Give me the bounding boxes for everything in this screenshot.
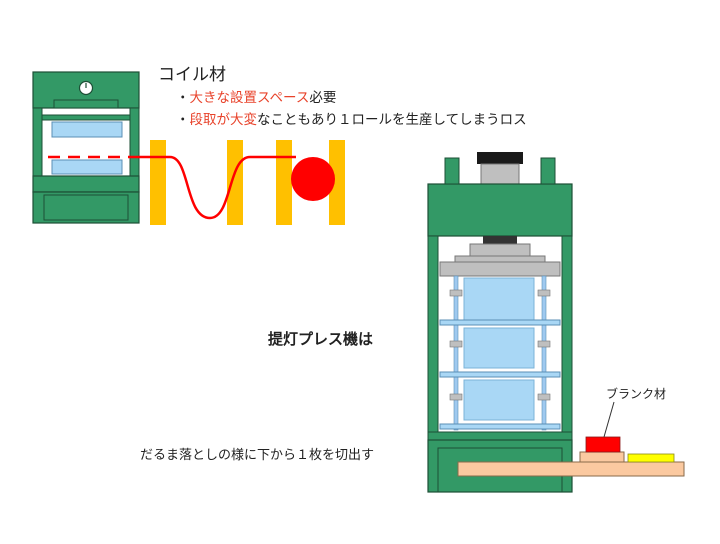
feed-table: [457, 461, 685, 477]
stage-plate-1: [439, 319, 561, 326]
bullet-highlight: 大きな設置スペース: [189, 90, 310, 106]
lantern-press-bed: [427, 431, 573, 441]
coil-press-upper-plate: [41, 114, 131, 121]
blank-stack: [579, 451, 625, 463]
leveler-block-right: [227, 140, 243, 225]
coil-bullet-setup: ・段取が大変なこともあり１ロールを生産してしまうロス: [176, 108, 527, 128]
die-stage-2: [463, 327, 535, 369]
coil-press-bed: [32, 175, 140, 193]
press-cylinder-cap: [477, 152, 523, 164]
die-stage-3: [463, 379, 535, 421]
guide-rod-right: [541, 275, 547, 431]
rod-collar: [537, 393, 551, 401]
rod-collar: [449, 289, 463, 297]
uncoiler-block-right: [329, 140, 345, 225]
bullet-mark: ・: [176, 90, 190, 106]
coil-strip: [140, 155, 296, 220]
leveler-block-left: [150, 140, 166, 225]
die-stage-1: [463, 277, 535, 321]
coil-press-upper-die: [51, 121, 123, 138]
rod-collar: [449, 340, 463, 348]
coil-press: [32, 71, 140, 224]
rod-collar: [449, 393, 463, 401]
coil-title: コイル材: [158, 65, 226, 85]
bullet-text: なこともあり１ロールを生産してしまうロス: [257, 112, 527, 128]
stage-plate-2: [439, 371, 561, 378]
coil-press-base: [32, 191, 140, 224]
rod-collar: [537, 289, 551, 297]
coil-press-crown: [53, 99, 119, 109]
ram-plate: [454, 255, 546, 263]
lantern-press: [427, 152, 573, 493]
crown-right-post: [540, 157, 556, 185]
press-cylinder-body: [480, 163, 520, 185]
coil-roll: [291, 157, 335, 201]
uncoiler-block-left: [276, 140, 292, 225]
blank-material-label: ブランク材: [606, 387, 667, 401]
guide-rod-left: [453, 275, 459, 431]
lantern-press-crown: [427, 183, 573, 237]
lantern-press-caption: だるま落としの様に下から１枚を切出す: [140, 448, 375, 463]
top-slide-plate: [439, 261, 561, 277]
blank-label-leader: [603, 401, 615, 438]
bullet-mark: ・: [176, 112, 190, 128]
ram-top: [483, 236, 517, 244]
bullet-highlight: 段取が大変: [189, 112, 258, 128]
ram-block: [469, 243, 531, 257]
blank-piece-red: [585, 436, 621, 453]
bullet-text: 必要: [309, 90, 337, 106]
blank-piece-yellow: [627, 453, 675, 463]
coil-press-lower-die: [51, 159, 123, 175]
coil-feeder: [150, 140, 345, 225]
lantern-press-heading: 提灯プレス機は: [268, 330, 374, 348]
coil-press-base-panel: [43, 194, 129, 221]
crown-left-post: [444, 157, 460, 185]
rod-collar: [537, 340, 551, 348]
stage-plate-3: [439, 423, 561, 430]
coil-bullet-space: ・大きな設置スペース必要: [176, 86, 336, 106]
